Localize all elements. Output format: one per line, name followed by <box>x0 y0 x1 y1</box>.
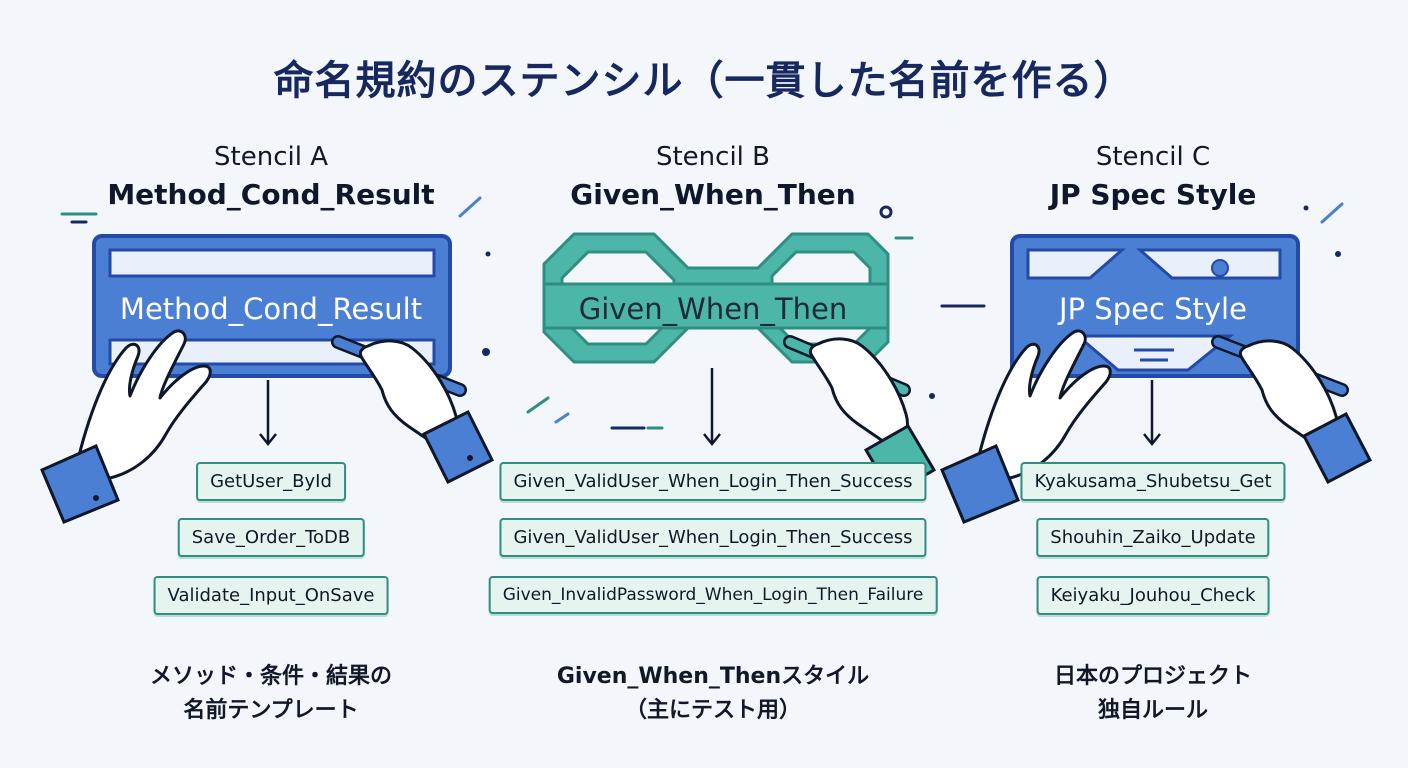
example-name: Shouhin_Zaiko_Update <box>1036 518 1270 557</box>
stencil-column-a: Stencil A Method_Cond_Result Method_Cond… <box>36 0 506 768</box>
caption-line: 日本のプロジェクト <box>1053 664 1252 689</box>
stencil-template-label: Given_When_Then <box>578 292 848 326</box>
example-name: Given_ValidUser_When_Login_Then_Success <box>499 462 927 501</box>
stencil-a-illustration <box>40 234 495 524</box>
example-name: Save_Order_ToDB <box>177 518 365 557</box>
example-name: Validate_Input_OnSave <box>153 576 389 615</box>
stencil-name: Stencil C <box>1095 142 1211 172</box>
stencil-b-illustration <box>542 232 937 497</box>
example-name: GetUser_ById <box>196 462 346 501</box>
caption-line: 独自ルール <box>1097 698 1208 723</box>
stencil-column-c: Stencil C JP Spec Style JP Spec Style Ky… <box>918 0 1388 768</box>
stencil-caption: メソッド・条件・結果の 名前テンプレート <box>36 660 506 728</box>
caption-line: 名前テンプレート <box>183 698 359 723</box>
example-name: Kyakusama_Shubetsu_Get <box>1020 462 1286 501</box>
caption-line: Given_When_Thenスタイル <box>556 664 870 689</box>
stencil-caption: Given_When_Thenスタイル （主にテスト用） <box>478 660 948 728</box>
stencil-caption: 日本のプロジェクト 独自ルール <box>918 660 1388 728</box>
stencil-style-name: JP Spec Style <box>1049 178 1257 211</box>
stencil-name: Stencil B <box>655 142 771 172</box>
caption-line: メソッド・条件・結果の <box>149 664 392 689</box>
stencil-c-illustration <box>940 234 1373 524</box>
stencil-name: Stencil A <box>214 142 328 172</box>
example-name: Given_ValidUser_When_Login_Then_Success <box>499 518 927 557</box>
stencil-style-name: Method_Cond_Result <box>107 178 435 211</box>
stencil-template-label: JP Spec Style <box>1059 292 1247 326</box>
example-name: Keiyaku_Jouhou_Check <box>1036 576 1270 615</box>
example-name: Given_InvalidPassword_When_Login_Then_Fa… <box>488 576 938 614</box>
page-title: 命名規約のステンシル（一貫した名前を作る） <box>273 58 1135 104</box>
caption-line: （主にテスト用） <box>624 698 801 723</box>
stencil-style-name: Given_When_Then <box>570 178 856 211</box>
stencil-template-label: Method_Cond_Result <box>119 292 423 326</box>
stencil-column-b: Stencil B Given_When_Then Given_When_The… <box>478 0 948 768</box>
